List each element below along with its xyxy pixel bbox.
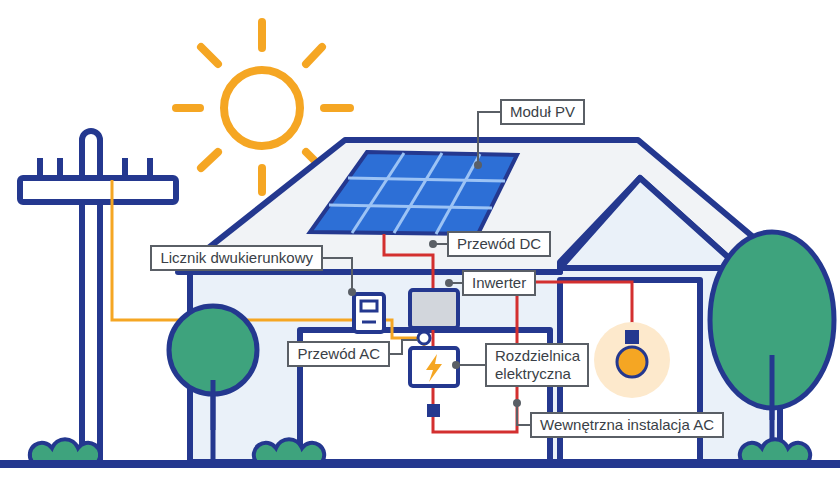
house — [178, 140, 790, 462]
connector-ring — [418, 332, 430, 344]
meter — [354, 294, 384, 332]
callout-label: Inwerter — [472, 274, 526, 292]
callout-box: Przewód AC — [287, 341, 390, 367]
dc-ac-wires — [384, 234, 632, 432]
callout-label: Wewnętrzna instalacja AC — [540, 416, 714, 434]
switchboard — [410, 348, 458, 417]
callout-box: Przewód DC — [447, 231, 551, 257]
callout-label: Moduł PV — [510, 103, 575, 121]
callout-box: Moduł PV — [500, 99, 585, 125]
pv-module — [310, 152, 517, 234]
callout-label: Rozdzielnica elektryczna — [495, 347, 579, 383]
callout-label: Przewód DC — [457, 235, 541, 253]
inverter — [410, 290, 458, 328]
callout-label: Przewód AC — [297, 345, 380, 363]
callout-box: Inwerter — [462, 270, 536, 296]
callout-box: Wewnętrzna instalacja AC — [530, 412, 724, 438]
bulb — [594, 322, 670, 398]
callout-label: Licznik dwukierunkowy — [160, 249, 313, 267]
power-pole — [20, 131, 176, 462]
callout-box: Licznik dwukierunkowy — [150, 245, 323, 271]
callout-box: Rozdzielnica elektryczna — [485, 343, 589, 387]
grid-wire — [112, 180, 424, 348]
bushes — [30, 439, 810, 462]
ground — [0, 460, 840, 468]
